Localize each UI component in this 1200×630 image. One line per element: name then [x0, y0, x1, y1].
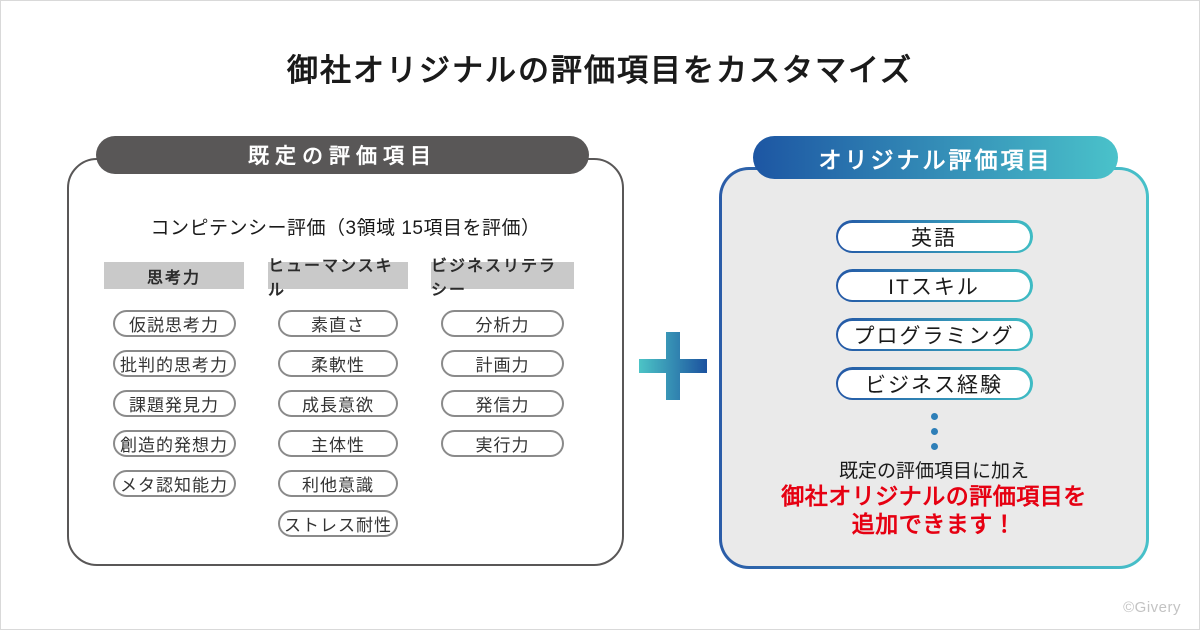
dot [930, 443, 938, 450]
skill-pill: 利他意識 [278, 470, 398, 497]
column-thinking: 思考力 仮説思考力 批判的思考力 課題発見力 創造的発想力 メタ認知能力 [104, 262, 244, 497]
skill-pill: 主体性 [278, 430, 398, 457]
original-item-label: 英語 [838, 222, 1030, 251]
original-item-pill: ITスキル [835, 269, 1033, 302]
skill-pill: 仮説思考力 [112, 310, 236, 337]
original-item-pill: ビジネス経験 [835, 367, 1033, 400]
column-header: ヒューマンスキル [268, 258, 408, 299]
skill-pill: 計画力 [441, 350, 564, 377]
skill-pill: 実行力 [441, 430, 564, 457]
dot [930, 428, 938, 435]
skill-pill: 柔軟性 [278, 350, 398, 377]
skill-pill: 課題発見力 [112, 390, 236, 417]
column-header: ビジネスリテラシー [431, 258, 574, 299]
original-item-pill: プログラミング [835, 318, 1033, 351]
note-highlight-text: 御社オリジナルの評価項目を 追加できます！ [719, 482, 1149, 538]
dot [930, 413, 938, 420]
skill-pill: 素直さ [278, 310, 398, 337]
note-highlight-line2: 追加できます！ [851, 511, 1017, 537]
note-text: 既定の評価項目に加え [838, 461, 1029, 482]
skill-pill: ストレス耐性 [278, 510, 398, 537]
skill-pill: 分析力 [441, 310, 564, 337]
column-human-skill: ヒューマンスキル 素直さ 柔軟性 成長意欲 主体性 利他意識 ストレス耐性 [268, 258, 408, 537]
skill-pill: メタ認知能力 [112, 470, 236, 497]
default-panel-header: 既定の評価項目 [96, 136, 589, 174]
original-items-list: 英語 ITスキル プログラミング ビジネス経験 [719, 220, 1149, 400]
copyright-label: ©Givery [1123, 599, 1181, 616]
original-item-label: ビジネス経験 [838, 369, 1030, 398]
skill-pill: 成長意欲 [278, 390, 398, 417]
original-item-pill: 英語 [835, 220, 1033, 253]
skill-pill: 批判的思考力 [112, 350, 236, 377]
original-panel-header: オリジナル評価項目 [753, 136, 1118, 179]
column-header: 思考力 [104, 262, 244, 289]
competency-subtitle: コンピテンシー評価（3領域 15項目を評価） [150, 218, 541, 239]
vertical-ellipsis-icon [719, 413, 1149, 450]
original-item-label: ITスキル [838, 271, 1030, 300]
plus-icon [639, 332, 707, 400]
page-title: 御社オリジナルの評価項目をカスタマイズ [286, 53, 914, 88]
skill-pill: 創造的発想力 [112, 430, 236, 457]
skill-pill: 発信力 [441, 390, 564, 417]
original-item-label: プログラミング [838, 320, 1030, 349]
note-highlight-line1: 御社オリジナルの評価項目を [781, 483, 1087, 509]
column-business-literacy: ビジネスリテラシー 分析力 計画力 発信力 実行力 [431, 258, 574, 457]
